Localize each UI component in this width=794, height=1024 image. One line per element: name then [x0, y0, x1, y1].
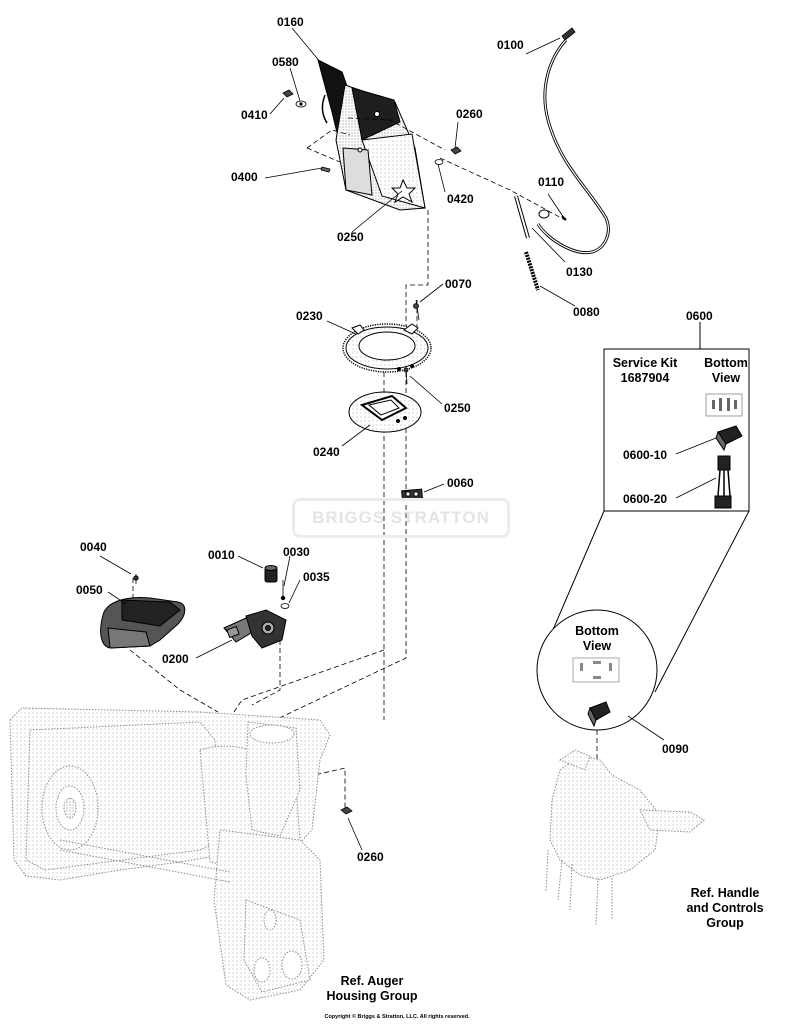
label-0600: 0600: [686, 309, 713, 323]
detail-bottom-line2: View: [582, 639, 612, 653]
label-0230: 0230: [296, 309, 323, 323]
ref-handle-controls: Ref. Handle and Controls Group: [670, 886, 780, 931]
label-0250-chute: 0250: [337, 230, 364, 244]
label-0035: 0035: [303, 570, 330, 584]
chute-ring-gear-icon: [342, 323, 432, 373]
ref-auger-line1: Ref. Auger: [340, 974, 404, 988]
label-0090: 0090: [662, 742, 689, 756]
label-0600-20: 0600-20: [623, 492, 668, 506]
ref-auger-housing: Ref. Auger Housing Group: [312, 974, 432, 1004]
service-kit-bottom-line1: Bottom: [704, 356, 748, 370]
label-0040: 0040: [80, 540, 107, 554]
auger-housing-icon: [9, 707, 331, 1001]
label-0160: 0160: [277, 15, 304, 29]
label-0080: 0080: [573, 305, 600, 319]
label-0050: 0050: [76, 583, 103, 597]
detail-bottom-line1: Bottom: [575, 624, 619, 638]
ref-auger-line2: Housing Group: [326, 989, 418, 1003]
service-kit-title: Service Kit 1687904: [605, 356, 685, 386]
service-kit-title-line1: Service Kit: [612, 356, 678, 370]
label-0070: 0070: [445, 277, 472, 291]
motor-cover-icon: [100, 597, 186, 649]
label-0410: 0410: [241, 108, 268, 122]
label-0100: 0100: [497, 38, 524, 52]
copyright-notice: Copyright © Briggs & Stratton, LLC. All …: [324, 1014, 470, 1020]
cable-icon: [514, 27, 610, 291]
chute-deflector-icon: [317, 59, 426, 211]
label-0260-top: 0260: [456, 107, 483, 121]
label-0240: 0240: [313, 445, 340, 459]
label-0250-ring: 0250: [444, 401, 471, 415]
harness-icon: [714, 455, 732, 509]
label-0110: 0110: [538, 175, 565, 189]
ref-handle-line3: Group: [706, 916, 744, 930]
chute-plate-icon: [348, 391, 422, 433]
switch-icon: [715, 425, 743, 452]
label-0010: 0010: [208, 548, 235, 562]
label-0420: 0420: [447, 192, 474, 206]
motor-icon: [223, 565, 287, 649]
label-0260-bottom: 0260: [357, 850, 384, 864]
label-0060: 0060: [447, 476, 474, 490]
label-0130: 0130: [566, 265, 593, 279]
detail-bottom-view: Bottom View: [565, 624, 629, 654]
detail-circle: [536, 609, 658, 731]
ref-handle-line1: Ref. Handle: [690, 886, 760, 900]
service-kit-bottom-line2: View: [711, 371, 741, 385]
handle-controls-icon: [545, 749, 705, 926]
watermark: BRIGGS STRATTON: [292, 498, 510, 538]
label-0580: 0580: [272, 55, 299, 69]
label-0030: 0030: [283, 545, 310, 559]
label-0400: 0400: [231, 170, 258, 184]
label-0600-10: 0600-10: [623, 448, 668, 462]
ref-handle-line2: and Controls: [686, 901, 764, 915]
service-kit-number: 1687904: [620, 371, 670, 385]
service-kit-bottom-view: Bottom View: [694, 356, 758, 386]
label-0200: 0200: [162, 652, 189, 666]
